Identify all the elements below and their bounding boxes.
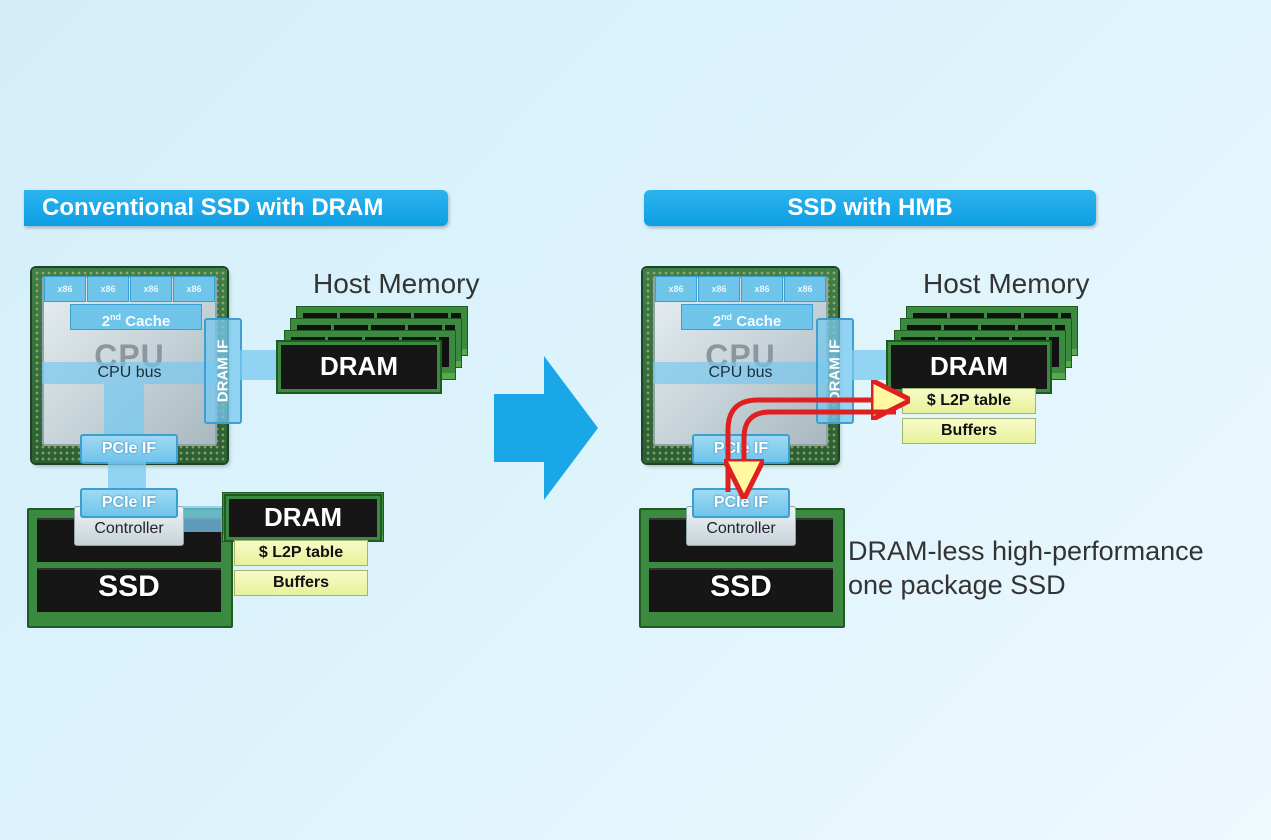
left-dram-if: DRAM IF — [204, 318, 242, 424]
right-core-2: x86 — [698, 276, 740, 302]
right-core-4: x86 — [784, 276, 826, 302]
transition-arrow-icon — [494, 356, 598, 500]
left-ssd-label: SSD — [98, 570, 160, 603]
right-l2-cache: 2nd Cache — [681, 304, 813, 330]
left-l2-cache: 2nd Cache — [70, 304, 202, 330]
left-ssd-dram: DRAM — [226, 496, 380, 540]
left-core-3: x86 — [130, 276, 172, 302]
right-l2p-table: $ L2P table — [902, 388, 1036, 414]
left-ssd-dram-link — [183, 506, 227, 532]
right-core-1: x86 — [655, 276, 697, 302]
right-cpu-chip: x86 x86 x86 x86 2nd Cache CPU CPU bus — [643, 268, 838, 463]
right-cpu-bus: CPU bus — [653, 362, 828, 384]
left-host-dram: DRAM — [278, 342, 440, 392]
right-caption-line1: DRAM-less high-performance — [848, 536, 1204, 566]
right-cpu-die: x86 x86 x86 x86 2nd Cache CPU CPU bus — [653, 276, 828, 446]
left-cpu-chip: x86 x86 x86 x86 2nd Cache CPU CPU bus — [32, 268, 227, 463]
left-dram-link — [240, 350, 284, 380]
left-cpu-pcie-if: PCIe IF — [80, 434, 178, 464]
right-caption: DRAM-less high-performance one package S… — [848, 534, 1204, 602]
left-core-1: x86 — [44, 276, 86, 302]
left-cpu-die: x86 x86 x86 x86 2nd Cache CPU CPU bus — [42, 276, 217, 446]
left-pcie-link — [108, 462, 146, 492]
hmb-data-path-icon — [700, 380, 910, 500]
right-caption-line2: one package SSD — [848, 570, 1066, 600]
right-section-title: SSD with HMB — [644, 190, 1096, 226]
left-buffers: Buffers — [234, 570, 368, 596]
left-ssd-pcie-if: PCIe IF — [80, 488, 178, 518]
left-cpu-bus: CPU bus — [42, 362, 217, 384]
left-ssd-chip — [37, 568, 221, 612]
left-l2p-table: $ L2P table — [234, 540, 368, 566]
right-core-3: x86 — [741, 276, 783, 302]
right-buffers: Buffers — [902, 418, 1036, 444]
left-section-title: Conventional SSD with DRAM — [24, 190, 448, 226]
left-core-4: x86 — [173, 276, 215, 302]
right-ssd-label: SSD — [710, 570, 772, 603]
left-host-memory-label: Host Memory — [313, 268, 480, 299]
right-host-memory-label: Host Memory — [923, 268, 1090, 299]
right-host-dram: DRAM — [888, 342, 1050, 392]
right-ssd-chip — [649, 568, 833, 612]
left-core-2: x86 — [87, 276, 129, 302]
